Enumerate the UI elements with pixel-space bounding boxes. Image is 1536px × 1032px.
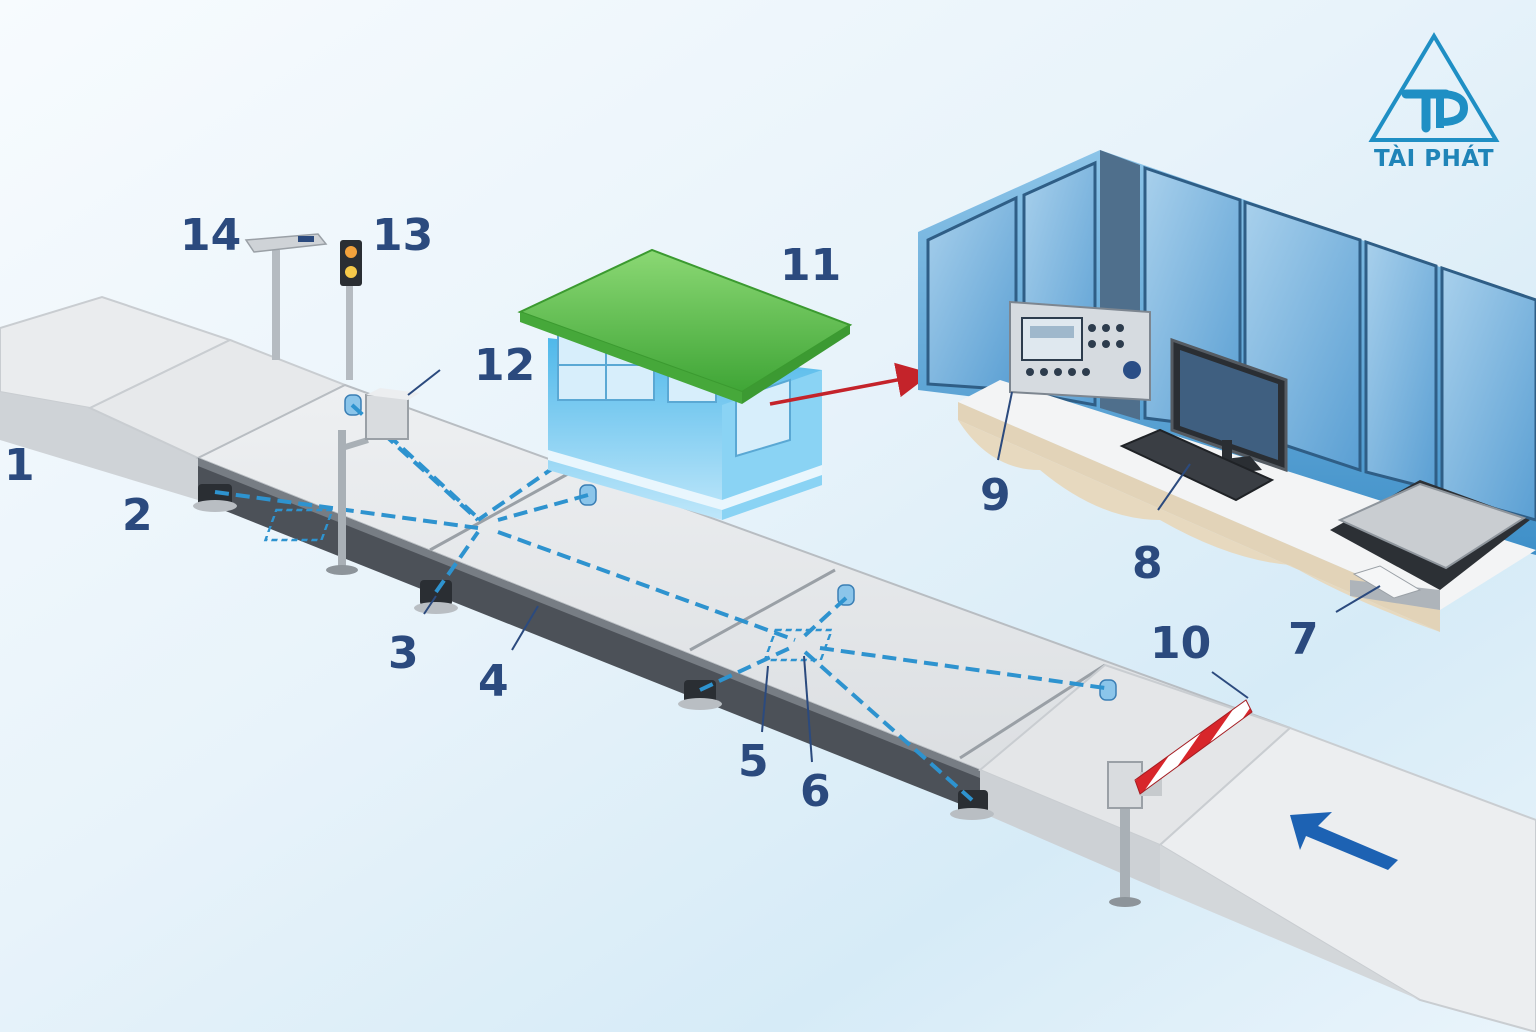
load-cell [678, 680, 722, 710]
brand-logo: TÀI PHÁT [1368, 32, 1500, 182]
deck-seam [429, 468, 576, 552]
load-cell [193, 484, 237, 512]
camera [326, 369, 441, 575]
weighbridge-deck-side-lip [198, 458, 980, 778]
display-board [244, 233, 328, 360]
arrow-left-icon [1290, 812, 1398, 870]
deck-seam [959, 663, 1106, 760]
traffic-light [340, 240, 362, 380]
leader-lines [423, 595, 1249, 763]
label-2: 2 [122, 490, 153, 541]
label-5: 5 [738, 736, 769, 787]
label-11: 11 [780, 240, 842, 291]
entry-ramp-side [0, 392, 198, 500]
exit-foundation-side [980, 770, 1160, 890]
deck-seam [689, 568, 836, 652]
weighing-indicator [997, 300, 1151, 461]
label-13: 13 [372, 210, 434, 261]
junction-box [763, 628, 834, 662]
label-8: 8 [1132, 538, 1163, 589]
label-4: 4 [478, 656, 509, 707]
control-booth [517, 248, 932, 520]
label-1: 1 [4, 440, 35, 491]
data-link-arrow [769, 362, 932, 406]
label-7: 7 [1288, 614, 1319, 665]
label-9: 9 [980, 470, 1011, 521]
barrier-gate [1107, 699, 1253, 907]
junction-box [263, 508, 335, 542]
brand-name: TÀI PHÁT [1373, 146, 1495, 172]
weighbridge [0, 295, 1536, 1032]
label-6: 6 [800, 766, 831, 817]
label-12: 12 [474, 340, 536, 391]
weighbridge-deck-side [198, 458, 980, 812]
printer [1330, 480, 1530, 613]
office [918, 150, 1536, 632]
triangle-logo-icon [1368, 32, 1500, 142]
exit-ramp-side [1160, 845, 1420, 1000]
computer [1119, 337, 1288, 511]
label-3: 3 [388, 628, 419, 679]
label-10: 10 [1150, 618, 1212, 669]
label-14: 14 [180, 210, 242, 261]
